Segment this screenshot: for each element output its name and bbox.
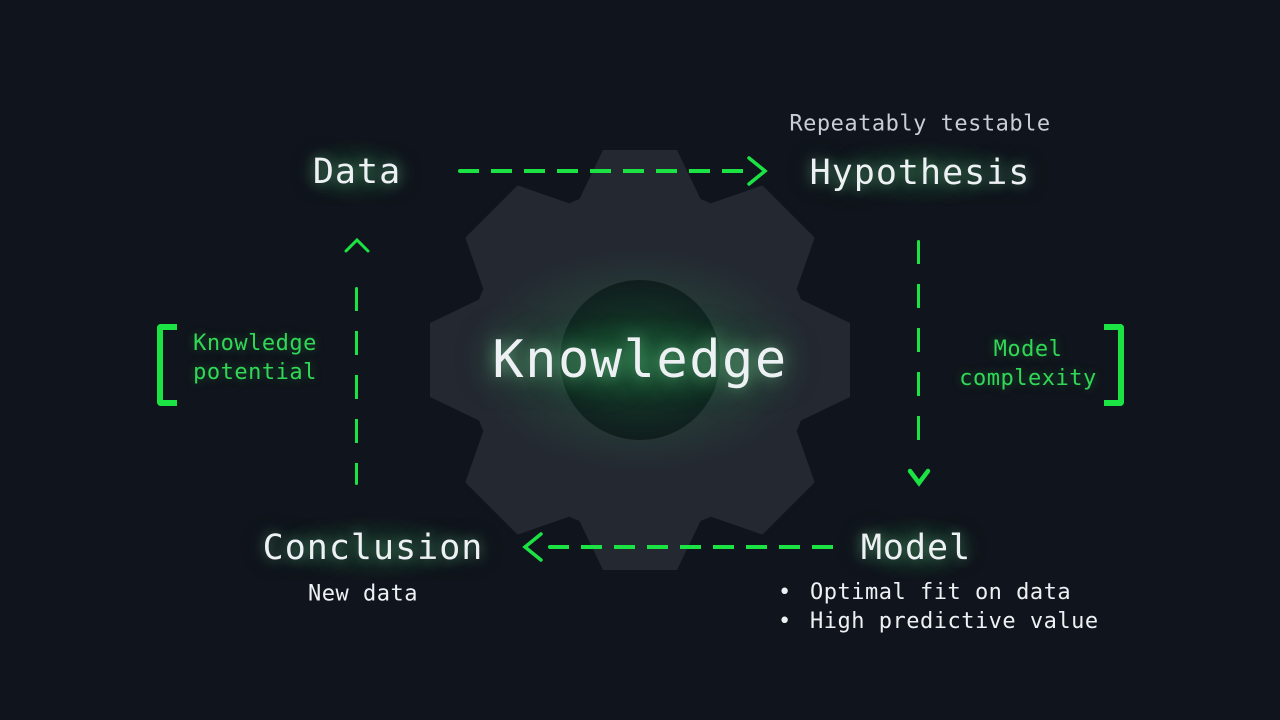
chevron-down-icon (907, 468, 931, 487)
arrow-data-to-hypothesis (458, 169, 748, 173)
model-bullet-text: Optimal fit on data (810, 580, 1072, 605)
node-conclusion: Conclusion (232, 506, 514, 590)
model-bullet-text: High predictive value (810, 609, 1099, 634)
model-complexity-line2: complexity (959, 366, 1097, 391)
node-model: Model (830, 506, 1002, 590)
center-label-knowledge: Knowledge (452, 304, 828, 416)
chevron-right-icon (747, 156, 768, 186)
right-bracket (1104, 324, 1124, 406)
chevron-up-icon (344, 237, 370, 253)
knowledge-potential-line1: Knowledge (193, 331, 317, 356)
model-bullet-item: • Optimal fit on data (778, 578, 1099, 607)
bullet-dot-icon: • (778, 609, 792, 634)
arrow-hypothesis-to-model (917, 240, 920, 450)
arrow-model-to-conclusion (548, 545, 835, 549)
model-bullet-item: • High predictive value (778, 607, 1099, 636)
node-data: Data (282, 130, 432, 214)
model-bullet-list: • Optimal fit on data • High predictive … (778, 578, 1099, 636)
hypothesis-note: Repeatably testable (789, 111, 1051, 137)
left-bracket (157, 324, 177, 406)
knowledge-potential-line2: potential (193, 360, 317, 385)
node-hypothesis: Hypothesis (779, 131, 1061, 215)
arrow-conclusion-to-data (355, 287, 358, 485)
conclusion-note: New data (308, 581, 418, 607)
gear-icon (430, 150, 850, 570)
bullet-dot-icon: • (778, 580, 792, 605)
chevron-left-icon (522, 532, 543, 562)
model-complexity-line1: Model (993, 337, 1063, 362)
knowledge-potential-label: Knowledge potential (193, 329, 317, 387)
model-complexity-label: Model complexity (959, 335, 1096, 393)
